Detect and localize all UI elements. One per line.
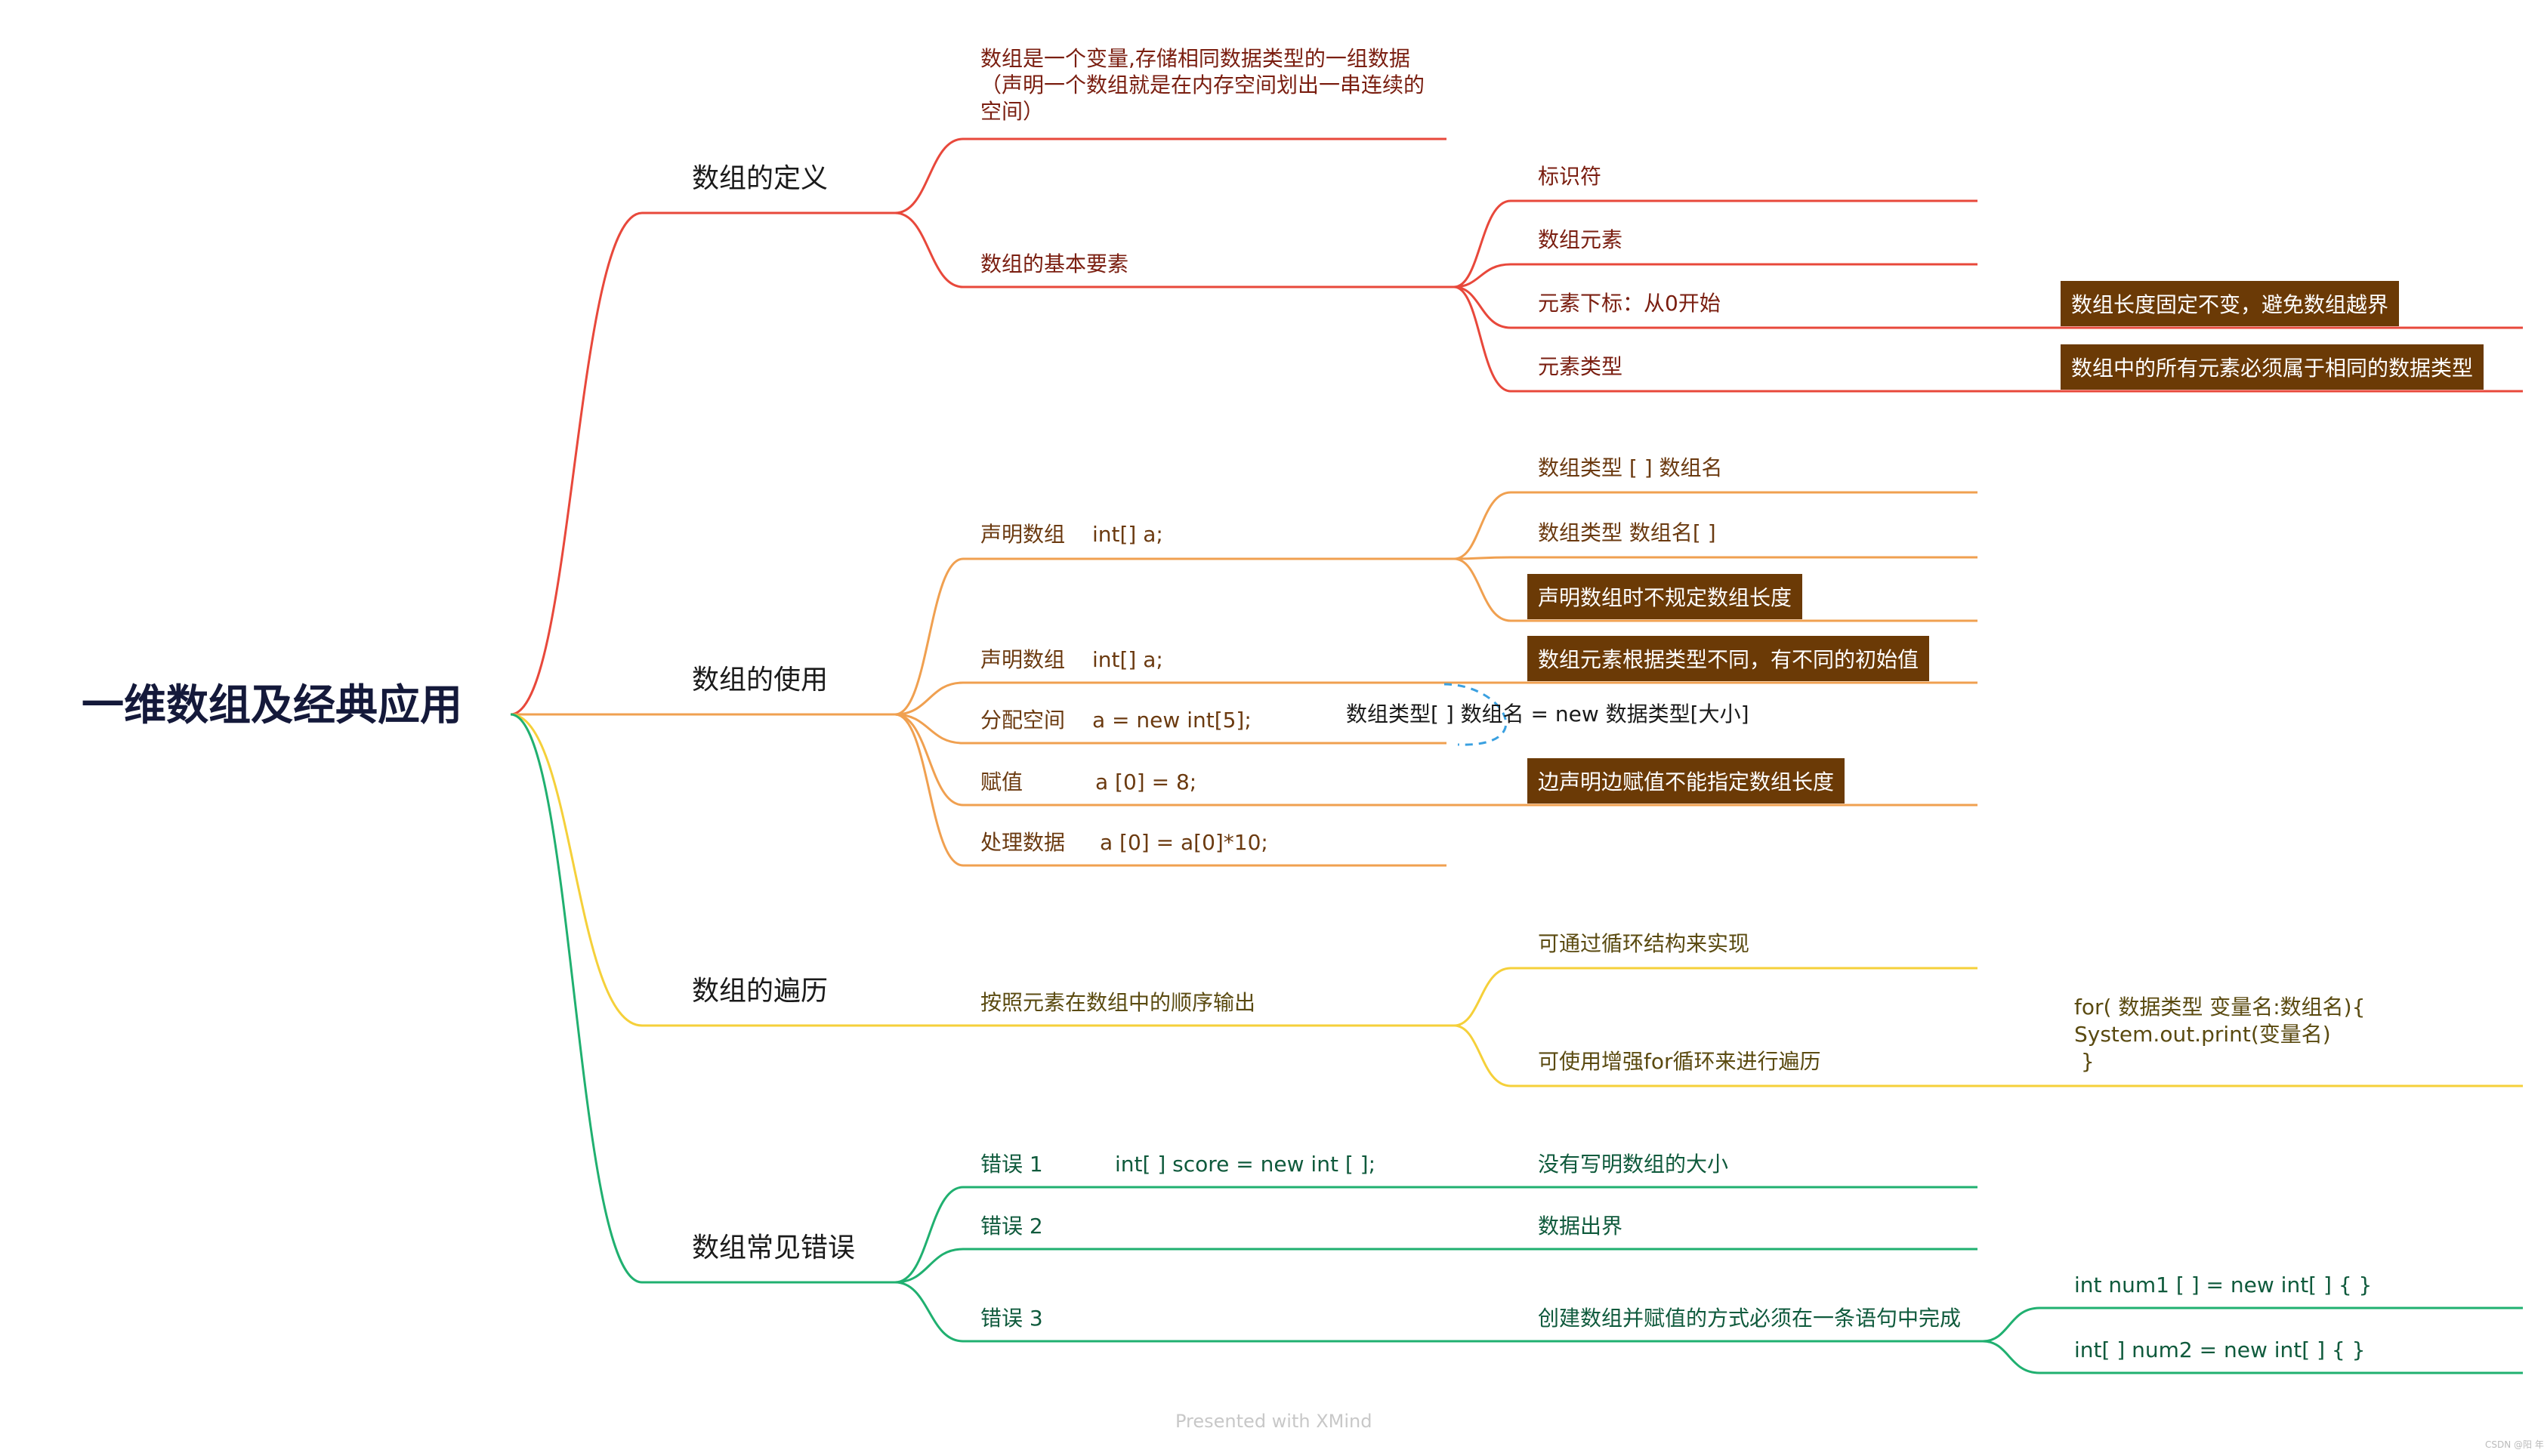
connector-root-err: [510, 713, 895, 1284]
topic-traverse[interactable]: 数组的遍历: [692, 976, 829, 1007]
process-code: a [0] = a[0]*10;: [1100, 830, 1268, 855]
foreach-code-line-1: for( 数据类型 变量名:数组名){: [2074, 995, 2366, 1020]
assign-label[interactable]: 赋值: [980, 770, 1023, 794]
assign-code: a [0] = 8;: [1095, 770, 1197, 794]
traverse-loop[interactable]: 可通过循环结构来实现: [1538, 931, 1750, 956]
declare-form-1[interactable]: 数组类型 [ ] 数组名: [1538, 455, 1723, 480]
element-index[interactable]: 元素下标：从0开始: [1538, 291, 1721, 316]
element-values[interactable]: 数组元素: [1538, 227, 1623, 252]
element-identifier[interactable]: 标识符: [1538, 164, 1602, 189]
alloc-code: a = new int[5];: [1092, 708, 1252, 733]
note-same-type[interactable]: 数组中的所有元素必须属于相同的数据类型: [2061, 344, 2484, 390]
footer-credit: Presented with XMind: [1175, 1411, 1372, 1432]
declare2-label[interactable]: 声明数组: [980, 647, 1066, 672]
dashed-link: [1443, 683, 1508, 746]
error-3-note[interactable]: 创建数组并赋值的方式必须在一条语句中完成: [1538, 1306, 1962, 1331]
error-2-label[interactable]: 错误 2: [980, 1214, 1043, 1239]
note-length-fixed[interactable]: 数组长度固定不变，避免数组越界: [2061, 281, 2400, 326]
note-initial-values[interactable]: 数组元素根据类型不同，有不同的初始值: [1527, 636, 1930, 681]
connector-root-trav: [510, 713, 895, 1027]
declare-label[interactable]: 声明数组: [980, 522, 1066, 547]
element-type[interactable]: 元素类型: [1538, 354, 1623, 379]
traverse-foreach[interactable]: 可使用增强for循环来进行遍历: [1538, 1049, 1821, 1074]
foreach-code-line-3: }: [2074, 1049, 2095, 1074]
error-2-note[interactable]: 数据出界: [1538, 1214, 1623, 1239]
topic-errors[interactable]: 数组常见错误: [692, 1232, 856, 1263]
note-no-length[interactable]: 声明数组时不规定数组长度: [1527, 574, 1803, 619]
foreach-code-line-2: System.out.print(变量名): [2074, 1022, 2331, 1047]
declare2-code: int[] a;: [1092, 647, 1163, 672]
root-topic[interactable]: 一维数组及经典应用: [82, 681, 462, 730]
traverse-description[interactable]: 按照元素在数组中的顺序输出: [980, 990, 1256, 1015]
declare-form-2[interactable]: 数组类型 数组名[ ]: [1538, 520, 1716, 545]
definition-description[interactable]: 数组是一个变量,存储相同数据类型的一组数据（声明一个数组就是在内存空间划出一串连…: [980, 46, 1425, 124]
elements-topic[interactable]: 数组的基本要素: [980, 251, 1129, 276]
error-1-code: int[ ] score = new int [ ];: [1115, 1152, 1376, 1177]
alloc-label[interactable]: 分配空间: [980, 708, 1066, 733]
note-no-length-on-init[interactable]: 边声明边赋值不能指定数组长度: [1527, 758, 1845, 804]
connector-root-def: [510, 211, 895, 716]
topic-definition[interactable]: 数组的定义: [692, 163, 829, 194]
error-3-label[interactable]: 错误 3: [980, 1306, 1043, 1331]
process-label[interactable]: 处理数据: [980, 830, 1066, 855]
error-1-label[interactable]: 错误 1: [980, 1152, 1043, 1177]
watermark: CSDN @阳 年: [2485, 1439, 2544, 1450]
topic-usage[interactable]: 数组的使用: [692, 665, 829, 696]
alloc-syntax-note[interactable]: 数组类型[ ] 数组名 = new 数据类型[大小]: [1346, 702, 1749, 726]
error-3-example-2: int[ ] num2 = new int[ ] { }: [2074, 1337, 2366, 1362]
declare-code: int[] a;: [1092, 522, 1163, 547]
error-1-note[interactable]: 没有写明数组的大小: [1538, 1152, 1729, 1177]
error-3-example-1: int num1 [ ] = new int[ ] { }: [2074, 1272, 2373, 1297]
